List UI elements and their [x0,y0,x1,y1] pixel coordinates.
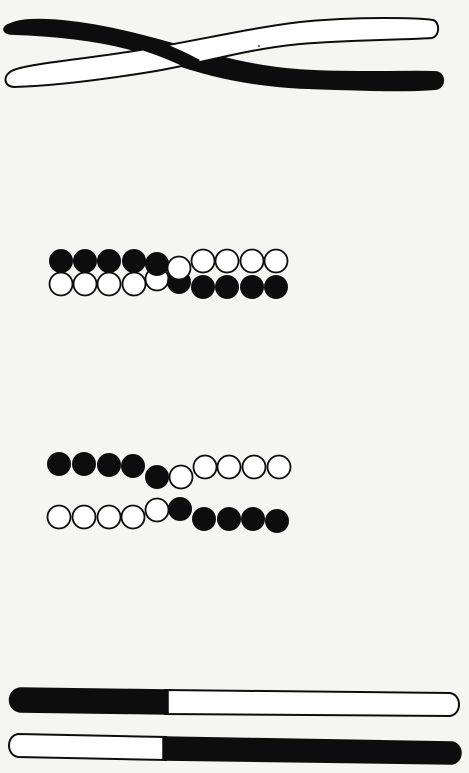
bead-black-lower [191,275,215,299]
bead-white-upper [263,248,289,274]
bead-pairing-2 [46,452,292,533]
bead-white-lower [96,271,122,297]
bead-black-lower [215,275,239,299]
bead-black-upper [97,453,121,477]
bead-black-lower [241,507,265,531]
bead-white-lower [120,504,146,530]
recombinant-bar-upper-white [164,688,460,718]
bead-white-upper [239,248,265,274]
recombinant-bar-lower-white [8,732,167,762]
bead-black-lower [264,275,288,299]
white-chromatid [4,17,440,89]
bead-white-lower [121,271,147,297]
bead-white-lower [46,504,72,530]
bead-white-upper [168,464,194,490]
bead-pairing-1 [48,248,289,299]
bead-white-upper [192,454,218,480]
recombinant-bar-lower-black [162,736,462,765]
crossing-overlap [135,36,200,70]
bead-white-lower [71,504,97,530]
bead-black-lower [192,507,216,531]
bead-black-upper [49,249,73,273]
bead-white-lower [72,271,98,297]
bead-black-lower [265,509,289,533]
bead-white-upper [266,454,292,480]
crossing-chromatids [3,17,445,92]
recombinant-bar-upper-black [8,687,169,715]
bead-white-upper [241,454,267,480]
bead-white-upper [214,248,240,274]
bead-black-upper [121,454,145,478]
bead-white-lower [144,497,170,523]
bead-white-upper [166,255,192,281]
bead-black-lower [168,497,192,521]
bead-black-upper [97,249,121,273]
bead-white-upper [190,248,216,274]
bead-black-upper [122,249,146,273]
ink-speck [257,44,261,48]
bead-black-upper [73,249,97,273]
bead-black-lower [217,507,241,531]
bead-black-upper [145,252,169,276]
bead-black-upper [145,465,169,489]
bead-white-lower [48,271,74,297]
bead-white-lower [96,504,122,530]
recombinant-chromosomes [8,687,462,765]
bead-white-upper [216,454,242,480]
bead-black-upper [72,452,96,476]
bead-black-upper [47,452,71,476]
bead-black-lower [240,275,264,299]
